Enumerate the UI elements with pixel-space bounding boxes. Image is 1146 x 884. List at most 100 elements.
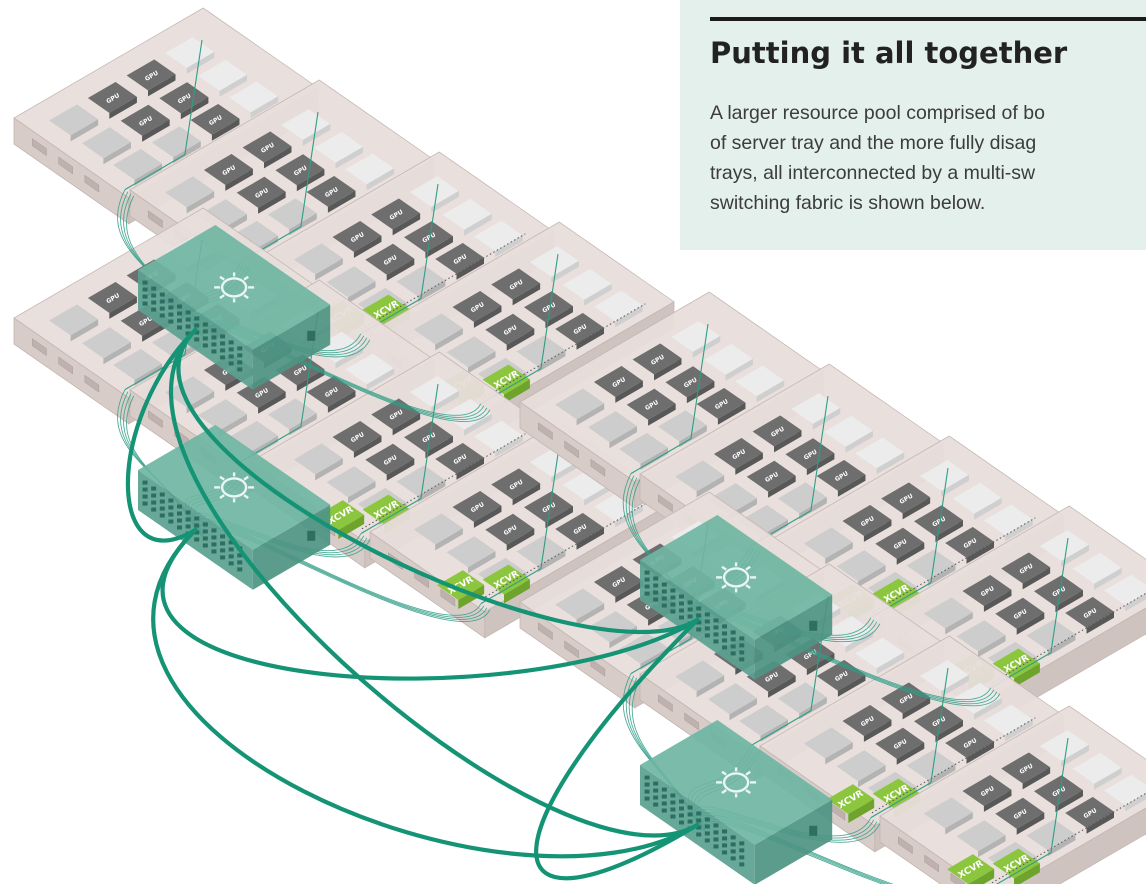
xcvr-module: XCVR	[437, 570, 485, 609]
component-chip-top	[491, 268, 541, 300]
tray-port	[58, 356, 73, 375]
component-chip	[49, 304, 99, 342]
component-chip-top	[198, 399, 247, 431]
component-chip: GPU	[875, 727, 925, 765]
component-chip-top	[529, 246, 579, 277]
switch-top-face	[640, 515, 833, 640]
component-chip-side	[837, 474, 866, 497]
component-chip-side	[845, 630, 873, 653]
switch-port	[661, 603, 667, 608]
tray-trace	[124, 40, 203, 191]
component-chip: GPU	[485, 313, 535, 351]
component-chip: GPU	[190, 104, 240, 141]
component-chip-side	[1047, 834, 1076, 857]
component-chip-side	[366, 168, 395, 191]
component-chip-top	[875, 527, 925, 559]
tray-port	[32, 338, 47, 357]
component-chip-side	[1086, 811, 1114, 834]
tray-port	[564, 440, 579, 459]
switch-port	[151, 307, 157, 312]
component-chip-top	[165, 37, 215, 68]
switch-port	[696, 613, 702, 618]
switch-port	[185, 331, 191, 336]
component-chip: GPU	[159, 82, 209, 120]
switch-port	[142, 287, 148, 292]
component-chip-top	[906, 749, 956, 781]
xcvr-module-top	[362, 294, 410, 325]
switch-port	[730, 835, 736, 840]
switch-port	[679, 806, 684, 811]
component-chip-top	[1065, 797, 1114, 828]
component-chip-side	[296, 169, 325, 192]
component-chip-side	[696, 475, 725, 498]
switch-port	[704, 817, 710, 822]
switch-port	[142, 480, 148, 485]
component-chip-top	[881, 482, 931, 514]
component-chip-top	[49, 104, 99, 136]
switch-port	[696, 627, 702, 632]
component-chip-side	[456, 457, 484, 480]
component-chip	[675, 660, 725, 698]
component-chip	[198, 399, 247, 437]
component-chip-top	[275, 354, 325, 386]
switch-port	[159, 299, 165, 304]
component-chip-top	[1103, 774, 1146, 806]
component-chip-side	[386, 458, 415, 481]
xcvr-module-side	[848, 799, 875, 823]
switch-port	[185, 510, 191, 515]
component-chip	[413, 313, 463, 351]
switch-port	[185, 317, 191, 322]
component-chip-side	[725, 358, 753, 381]
component-chip	[1072, 552, 1122, 590]
component-chip-side	[431, 190, 459, 213]
component-chip	[49, 104, 99, 142]
component-chip	[165, 176, 215, 214]
component-chip: GPU	[404, 221, 453, 259]
gear-tooth	[721, 789, 727, 795]
switch-port	[220, 534, 226, 539]
component-chip-side	[735, 452, 763, 475]
switch-port	[653, 576, 659, 581]
switch-port	[722, 638, 728, 643]
component-chip-side	[348, 281, 376, 304]
component-chip-side	[1125, 593, 1146, 612]
component-chip: GPU	[524, 491, 573, 529]
component-chip-top	[632, 343, 682, 375]
component-chip-side	[1061, 544, 1089, 567]
component-chip-side	[70, 319, 99, 342]
switch-port	[168, 312, 174, 317]
switch-plate	[809, 825, 818, 836]
component-chip-top	[198, 59, 247, 91]
component-chip-top	[816, 460, 866, 491]
switch-port	[713, 823, 719, 828]
switch-port	[168, 319, 174, 324]
component-chip-side	[386, 258, 415, 281]
component-chip-top	[1072, 752, 1122, 784]
component-chip-side	[109, 296, 137, 319]
component-chip: GPU	[452, 291, 502, 328]
component-chip-top	[345, 353, 395, 385]
component-chip-side	[186, 51, 215, 74]
switch-port	[202, 536, 208, 541]
component-chip-side	[974, 497, 1002, 520]
component-chip-top	[345, 153, 395, 185]
switch-port	[704, 824, 710, 829]
component-chip-top	[326, 266, 376, 298]
component-chip	[345, 353, 395, 391]
component-chip-top	[923, 597, 973, 629]
switch-port	[670, 800, 676, 805]
component-chip-top	[409, 376, 459, 407]
component-chip	[442, 198, 492, 236]
component-chip-side	[435, 528, 463, 551]
component-chip-side	[845, 430, 873, 453]
xcvr-module-side	[458, 585, 485, 609]
component-chip: GPU	[626, 388, 676, 426]
tray-port	[658, 494, 673, 513]
component-chip: GPU	[555, 313, 604, 350]
switch-port	[237, 360, 243, 365]
component-chip-top	[524, 491, 573, 523]
component-chip-top	[446, 536, 496, 568]
xcvr-module-side	[1014, 863, 1040, 884]
switch-port	[722, 829, 728, 834]
component-chip	[1039, 530, 1089, 567]
